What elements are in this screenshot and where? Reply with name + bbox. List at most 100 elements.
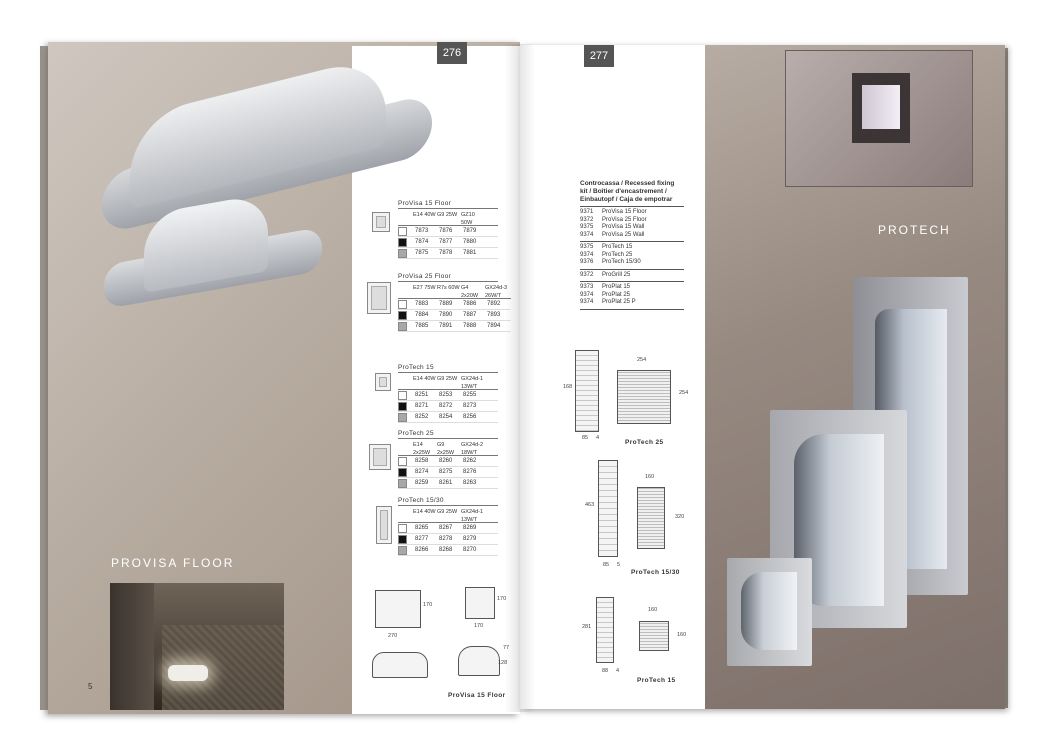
protech-15-front-drawing: [639, 621, 669, 651]
kit-heading-line: Einbautopf / Caja de empotrar: [580, 196, 673, 203]
provisa-15-thumb: [372, 212, 390, 232]
dim-label: 254: [679, 390, 689, 396]
black-swatch: [398, 237, 407, 247]
col-header: E27 75W: [413, 285, 436, 291]
list-item: 9376 ProTech 15/30: [580, 259, 684, 267]
page-number-right: 277: [584, 45, 614, 67]
kit-code: 9374: [580, 231, 594, 238]
black-swatch: [398, 467, 407, 477]
cell: 7873: [415, 228, 429, 234]
col-header: G9 25W: [437, 509, 458, 515]
list-item: 9374 ProPlat 25: [580, 292, 684, 300]
dim-label: 128: [498, 660, 508, 666]
dim-label: 170: [474, 623, 484, 629]
kit-name: ProPlat 15: [602, 284, 631, 290]
kit-heading: Controcassa / Recessed fixing kit / Boît…: [580, 180, 684, 207]
table-title: ProTech 15/30: [398, 497, 498, 506]
cell: 7878: [439, 250, 453, 256]
protech-25-front-drawing: [617, 370, 671, 424]
provisa-15-side-drawing-a: [372, 652, 428, 678]
protech-15-30-side-drawing: [598, 460, 618, 557]
dim-label: 160: [677, 632, 687, 638]
cell: 8273: [463, 403, 477, 409]
provisa-25-thumb: [367, 282, 391, 314]
cell: 8269: [463, 525, 477, 531]
protech-25-thumb: [369, 444, 391, 470]
kit-name: ProPlat 25 P: [602, 299, 636, 305]
cell: 8277: [415, 536, 429, 542]
kit-name: ProTech 25: [602, 251, 633, 258]
col-header: G4 2x20W: [461, 285, 479, 299]
dim-label: 168: [563, 384, 573, 390]
kit-code: 9376: [580, 259, 594, 265]
col-header: GX24d-2 18W/T: [461, 442, 484, 456]
cell: 8268: [439, 547, 453, 553]
cell: 7886: [463, 301, 477, 307]
kit-heading-line: Controcassa / Recessed fixing: [580, 180, 675, 187]
cell: 7880: [463, 239, 477, 245]
white-swatch: [398, 226, 407, 236]
dim-label: 4: [596, 435, 600, 441]
kit-code: 9372: [580, 271, 594, 278]
cell: 7894: [487, 323, 501, 329]
kit-code: 9374: [580, 291, 594, 298]
kit-code: 9375: [580, 244, 594, 250]
kit-name: ProTech 15/30: [602, 259, 641, 265]
protech-15-caption: ProTech 15: [637, 677, 676, 684]
dim-label: 5: [617, 562, 621, 568]
table-title: ProTech 25: [398, 430, 498, 439]
cell: 8256: [463, 414, 477, 420]
cell: 8258: [415, 458, 429, 464]
protech-25-side-drawing: [575, 350, 599, 432]
provisa-floor-title: PROVISA FLOOR: [111, 556, 235, 570]
cell: 8265: [415, 525, 429, 531]
col-header: E14 40W: [413, 509, 436, 515]
protech-15-side-drawing: [596, 597, 614, 663]
cell: 8254: [439, 414, 453, 420]
kit-heading-line: kit / Boîtier d'encastrement /: [580, 188, 667, 195]
page-number-left: 276: [437, 42, 467, 64]
cell: 7879: [463, 228, 477, 234]
kit-code: 9371: [580, 209, 594, 215]
col-header: G9 2x25W: [437, 442, 455, 456]
dim-label: 270: [388, 633, 398, 639]
cell: 7887: [463, 312, 477, 318]
corner-page-number: 5: [88, 682, 93, 691]
cell: 8261: [439, 480, 453, 486]
cell: 7874: [415, 239, 429, 245]
dim-label: 170: [497, 596, 507, 602]
cell: 8266: [415, 547, 429, 553]
dim-label: 88: [602, 668, 609, 674]
kit-name: ProPlat 25: [602, 291, 631, 298]
cell: 8263: [463, 480, 477, 486]
cell: 7890: [439, 312, 453, 318]
table-title: ProVisa 15 Floor: [398, 200, 498, 209]
white-swatch: [398, 390, 407, 400]
cell: 7877: [439, 239, 453, 245]
grey-swatch: [398, 412, 407, 422]
cell: 8275: [439, 469, 453, 475]
col-header: GX24d-1 13W/T: [461, 376, 484, 390]
protech-title: PROTECH: [878, 223, 951, 237]
grey-swatch: [398, 545, 407, 555]
kit-name: ProVisa 25 Wall: [602, 231, 645, 238]
table-row: 7874 7877 7880: [398, 237, 498, 248]
